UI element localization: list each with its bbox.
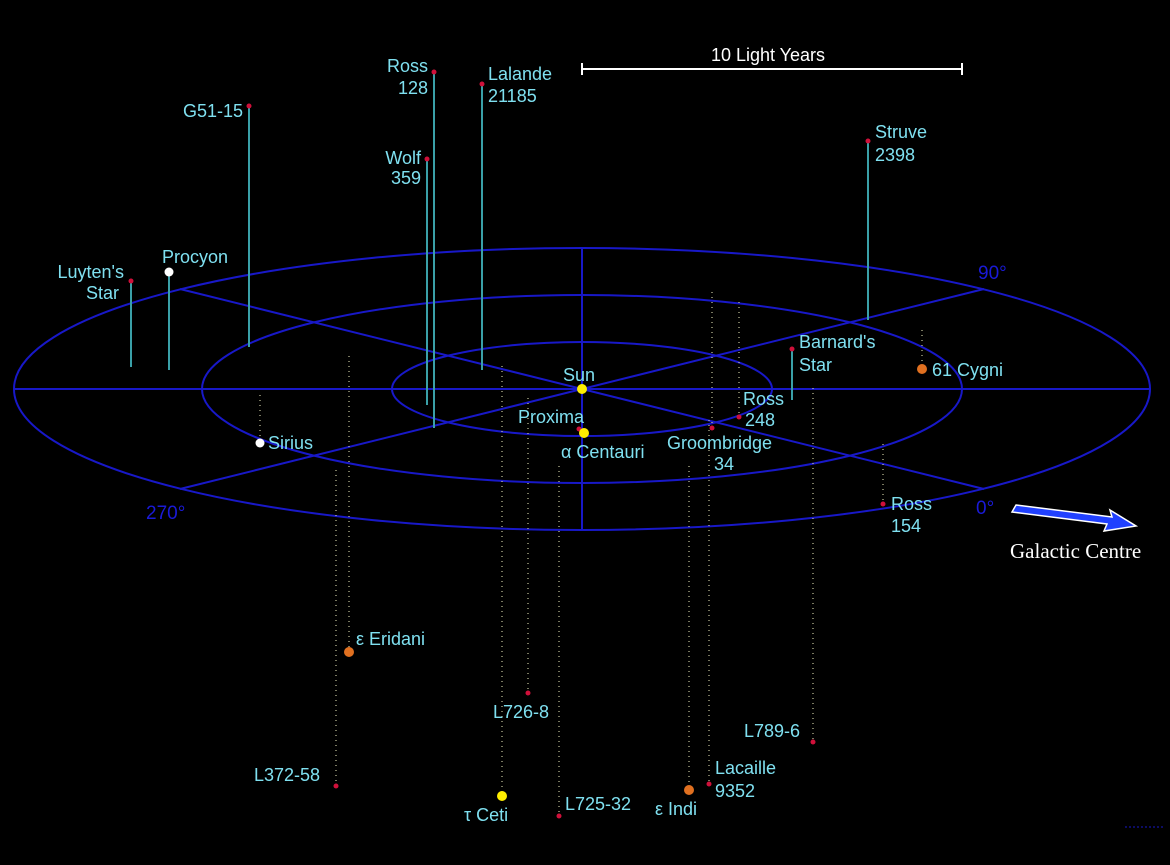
galactic-centre-label: Galactic Centre — [1010, 539, 1141, 563]
star-dot-l37258 — [333, 783, 339, 789]
star-label-wolf359-line1: Wolf — [385, 148, 422, 168]
star-dot-l7268 — [525, 690, 531, 696]
star-label-l7268: L726-8 — [493, 702, 549, 722]
star-label-lacaille9352-line1: Lacaille — [715, 758, 776, 778]
star-dot-sirius — [255, 438, 265, 448]
star-label-epsindi: ε Indi — [655, 799, 697, 819]
star-labels: Sun Ross 128 Lalande 21185 G51-15 Wolf 3… — [58, 56, 1004, 825]
degree-label-270: 270° — [146, 503, 185, 524]
star-dot-ross248 — [736, 414, 742, 420]
star-label-l37258: L372-58 — [254, 765, 320, 785]
arrow-icon — [1010, 504, 1139, 532]
scale-bar-label: 10 Light Years — [711, 45, 825, 65]
star-label-wolf359-line2: 359 — [391, 168, 421, 188]
star-label-luytens-line2: Star — [86, 283, 119, 303]
star-label-lalande21185-line1: Lalande — [488, 64, 552, 84]
star-label-ross248-line2: 248 — [745, 410, 775, 430]
star-label-ross154-line1: Ross — [891, 494, 932, 514]
star-dot-ross128 — [431, 69, 437, 75]
star-label-l72532: L725-32 — [565, 794, 631, 814]
star-dot-struve2398 — [865, 138, 871, 144]
galactic-centre-arrow: Galactic Centre — [1010, 504, 1141, 563]
star-label-l7896: L789-6 — [744, 721, 800, 741]
star-label-g5115: G51-15 — [183, 101, 243, 121]
star-label-lacaille9352-line2: 9352 — [715, 781, 755, 801]
star-label-barnards-line2: Star — [799, 355, 832, 375]
star-dot-luytens — [128, 278, 134, 284]
degree-label-90: 90° — [978, 263, 1007, 284]
star-label-struve2398-line1: Struve — [875, 122, 927, 142]
below-plane-stems — [259, 292, 923, 816]
star-label-tauceti: τ Ceti — [464, 805, 508, 825]
degree-label-0: 0° — [976, 498, 994, 519]
scale-bar: 10 Light Years — [581, 45, 963, 75]
star-label-ross128-line2: 128 — [398, 78, 428, 98]
star-label-struve2398-line2: 2398 — [875, 145, 915, 165]
star-dot-sun — [577, 384, 587, 394]
star-label-sun: Sun — [563, 365, 595, 385]
star-dot-lacaille9352 — [706, 781, 712, 787]
star-dot-tauceti — [497, 791, 507, 801]
star-dot-procyon — [164, 267, 174, 277]
star-dot-lalande21185 — [479, 81, 485, 87]
star-label-groombridge34-line1: Groombridge — [667, 433, 772, 453]
galactic-plane-grid — [13, 247, 1151, 531]
star-dot-groombridge34 — [709, 425, 715, 431]
star-dot-wolf359 — [424, 156, 430, 162]
star-label-cygni61: 61 Cygni — [932, 360, 1003, 380]
star-dot-l7896 — [810, 739, 816, 745]
star-label-alphacen: α Centauri — [561, 442, 644, 462]
star-label-barnards-line1: Barnard's — [799, 332, 875, 352]
star-dot-ross154 — [880, 501, 886, 507]
star-markers — [128, 69, 927, 819]
star-label-ross154-line2: 154 — [891, 516, 921, 536]
star-label-proxima: Proxima — [518, 407, 585, 427]
star-label-ross248-line1: Ross — [743, 389, 784, 409]
star-dot-g5115 — [246, 103, 252, 109]
star-dot-alphacen — [579, 428, 589, 438]
star-stems — [130, 73, 923, 816]
star-label-sirius: Sirius — [268, 433, 313, 453]
star-dot-barnards — [789, 346, 795, 352]
star-dot-epseridani — [344, 647, 354, 657]
star-dot-cygni61 — [917, 364, 927, 374]
star-dot-l72532 — [556, 813, 562, 819]
star-label-procyon: Procyon — [162, 247, 228, 267]
star-label-luytens-line1: Luyten's — [58, 262, 124, 282]
star-label-epseridani: ε Eridani — [356, 629, 425, 649]
star-label-lalande21185-line2: 21185 — [488, 86, 537, 106]
star-label-groombridge34-line2: 34 — [714, 454, 734, 474]
star-dot-epsindi — [684, 785, 694, 795]
star-label-ross128-line1: Ross — [387, 56, 428, 76]
